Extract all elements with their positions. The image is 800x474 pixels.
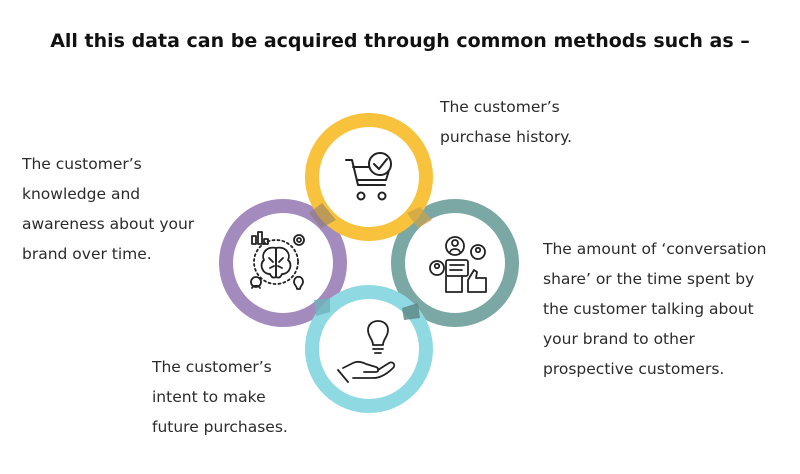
hand-lightbulb-icon: [337, 320, 396, 383]
caption-purchase-history: The customer’s purchase history.: [440, 98, 573, 146]
conversation-feedback-icon: [429, 236, 487, 293]
ring-intent: [305, 285, 433, 413]
ring-overlaps: [309, 203, 432, 320]
caption-brand-knowledge: The customer’s knowledge and awareness a…: [22, 155, 195, 263]
ring-knowledge: [219, 199, 347, 327]
ring-purchase-history: [305, 113, 433, 241]
shopping-cart-check-icon: [345, 152, 392, 201]
page-title: All this data can be acquired through co…: [50, 30, 750, 52]
brain-analytics-icon: [250, 231, 305, 290]
caption-conversation-share: The amount of ‘conversation share’ or th…: [543, 240, 767, 378]
ring-conversation: [391, 199, 519, 327]
caption-purchase-intent: The customer’s intent to make future pur…: [152, 358, 288, 436]
